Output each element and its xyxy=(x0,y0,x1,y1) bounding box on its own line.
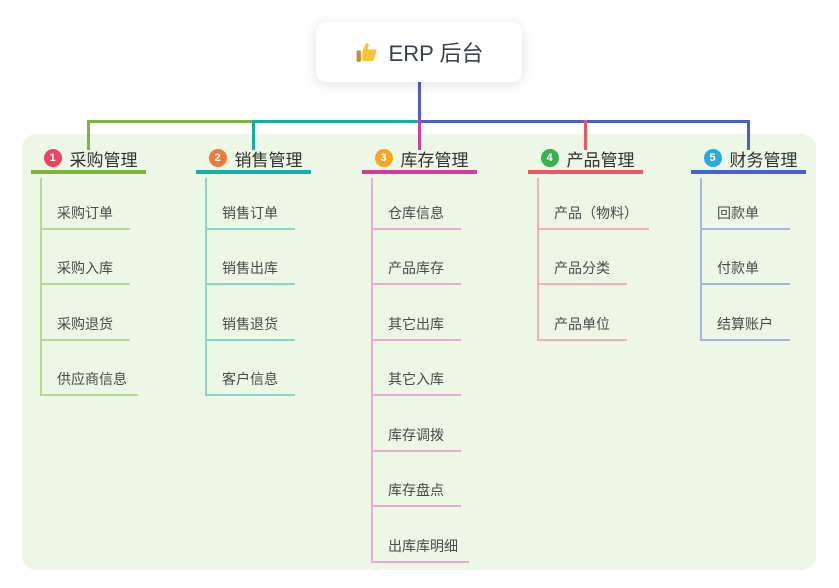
branch-node[interactable]: 4 产品管理 xyxy=(527,146,643,174)
child-node[interactable]: 采购订单 xyxy=(40,174,130,230)
child-node[interactable]: 产品（物料） xyxy=(537,174,649,230)
child-node[interactable]: 结算账户 xyxy=(700,285,790,341)
connector-line xyxy=(252,120,418,123)
branch-label: 产品管理 xyxy=(566,150,635,170)
child-node[interactable]: 客户信息 xyxy=(205,341,295,396)
connector-line xyxy=(371,178,373,563)
child-node[interactable]: 产品单位 xyxy=(537,285,627,341)
branch-node[interactable]: 2 销售管理 xyxy=(195,146,311,174)
connector-line xyxy=(583,120,587,150)
branch-label: 销售管理 xyxy=(234,150,303,170)
connector-line xyxy=(417,120,421,150)
branch-number-badge: 1 xyxy=(43,149,62,167)
branch-children: 采购订单采购入库采购退货供应商信息 xyxy=(40,174,138,396)
branch-children: 回款单付款单结算账户 xyxy=(700,174,790,341)
connector-line xyxy=(40,178,42,396)
child-node[interactable]: 仓库信息 xyxy=(371,174,461,230)
connector-line xyxy=(205,178,207,396)
child-node[interactable]: 其它出库 xyxy=(371,285,461,341)
connector-line xyxy=(86,120,254,123)
connector-line xyxy=(251,120,255,150)
branch-label: 采购管理 xyxy=(69,150,138,170)
connector-line xyxy=(86,120,90,150)
root-node-label: ERP 后台 xyxy=(388,41,484,66)
child-node[interactable]: 销售订单 xyxy=(205,174,295,230)
child-node[interactable]: 采购退货 xyxy=(40,285,130,341)
child-node[interactable]: 回款单 xyxy=(700,174,790,230)
branch-number-badge: 4 xyxy=(540,149,559,167)
branch-label: 库存管理 xyxy=(400,150,469,170)
child-node[interactable]: 出库库明细 xyxy=(371,507,469,563)
mindmap-canvas-background xyxy=(22,134,816,570)
branch-node[interactable]: 1 采购管理 xyxy=(30,146,146,174)
child-node[interactable]: 库存盘点 xyxy=(371,452,461,507)
connector-line xyxy=(537,178,539,341)
child-node[interactable]: 销售退货 xyxy=(205,285,295,341)
connector-line xyxy=(417,82,421,123)
connector-line xyxy=(746,120,750,150)
child-node[interactable]: 采购入库 xyxy=(40,230,130,285)
child-node[interactable]: 产品分类 xyxy=(537,230,627,285)
child-node[interactable]: 供应商信息 xyxy=(40,341,138,396)
branch-node[interactable]: 3 库存管理 xyxy=(361,146,477,174)
branch-number-badge: 3 xyxy=(374,149,393,167)
branch-node[interactable]: 5 财务管理 xyxy=(690,146,806,174)
child-node[interactable]: 产品库存 xyxy=(371,230,461,285)
child-node[interactable]: 销售出库 xyxy=(205,230,295,285)
child-node[interactable]: 库存调拨 xyxy=(371,396,461,452)
child-node[interactable]: 付款单 xyxy=(700,230,790,285)
branch-children: 产品（物料）产品分类产品单位 xyxy=(537,174,649,341)
root-node-erp[interactable]: ERP 后台 xyxy=(316,22,522,82)
connector-line xyxy=(700,178,702,341)
branch-children: 销售订单销售出库销售退货客户信息 xyxy=(205,174,295,396)
child-node[interactable]: 其它入库 xyxy=(371,341,461,396)
thumbs-up-icon xyxy=(355,40,380,65)
branch-label: 财务管理 xyxy=(729,150,798,170)
branch-number-badge: 2 xyxy=(208,149,227,167)
branch-children: 仓库信息产品库存其它出库其它入库库存调拨库存盘点出库库明细 xyxy=(371,174,469,563)
branch-number-badge: 5 xyxy=(703,149,722,167)
